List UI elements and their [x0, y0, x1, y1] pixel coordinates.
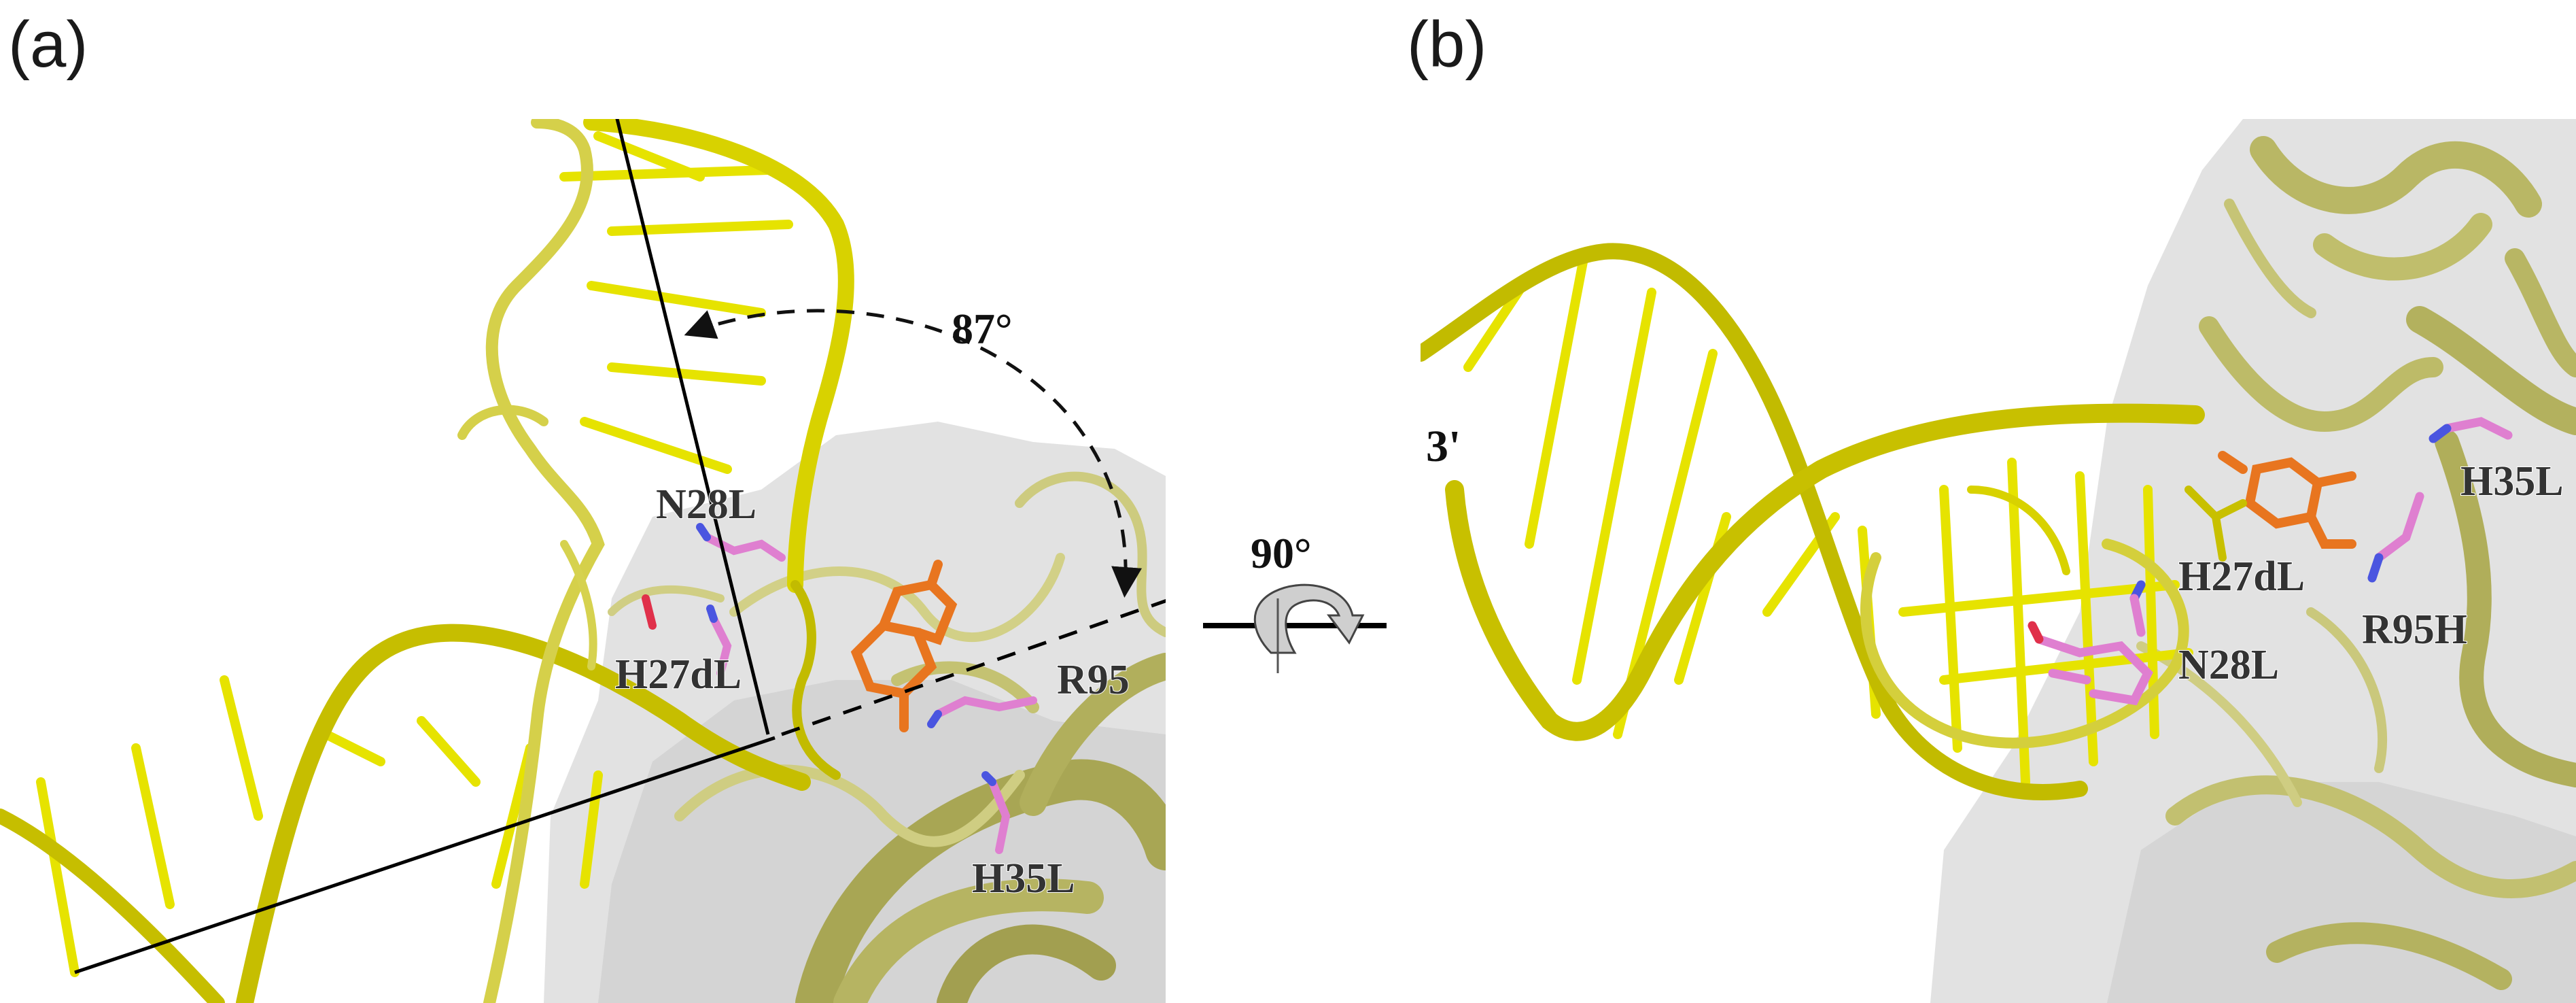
residue-label-r95h: R95H: [2362, 607, 2467, 653]
residue-sticks: [2027, 417, 2513, 706]
panel-b: H27dL N28L R95H H35L: [1421, 119, 2576, 1003]
ligand-links: [2185, 486, 2247, 562]
residue-label-r95: R95: [1057, 657, 1130, 703]
angle-arc-arrow: [684, 309, 1142, 598]
rotation-indicator: 90°: [1203, 529, 1387, 673]
angle-label: 87°: [952, 305, 1013, 353]
protein-surface: [1930, 119, 2576, 1003]
protein-ribbon: [2136, 136, 2576, 990]
residue-label-n28l: N28L: [2178, 642, 2279, 688]
residue-label-n28l: N28L: [656, 481, 756, 528]
dna-bases: [36, 131, 793, 977]
panel-a: 87° N28L H27dL R95 H35L: [0, 119, 1166, 1003]
helix-axes: [74, 119, 1166, 974]
dna-double-helix: [1421, 243, 2205, 800]
ligand-sticks: [2218, 451, 2356, 549]
strand-end-label: 3': [1426, 422, 1461, 471]
residue-label-h35l: H35L: [2460, 458, 2564, 505]
residue-label-h27dl: H27dL: [615, 651, 742, 698]
panel-label-b: (b): [1407, 8, 1486, 81]
rotation-angle-label: 90°: [1251, 529, 1312, 577]
dna-double-helix: [0, 119, 854, 1003]
panel-label-a: (a): [8, 8, 88, 81]
residue-label-h27dl: H27dL: [2178, 554, 2305, 600]
residue-label-h35l: H35L: [972, 855, 1075, 902]
rotate-arrow-icon: [1253, 583, 1365, 673]
